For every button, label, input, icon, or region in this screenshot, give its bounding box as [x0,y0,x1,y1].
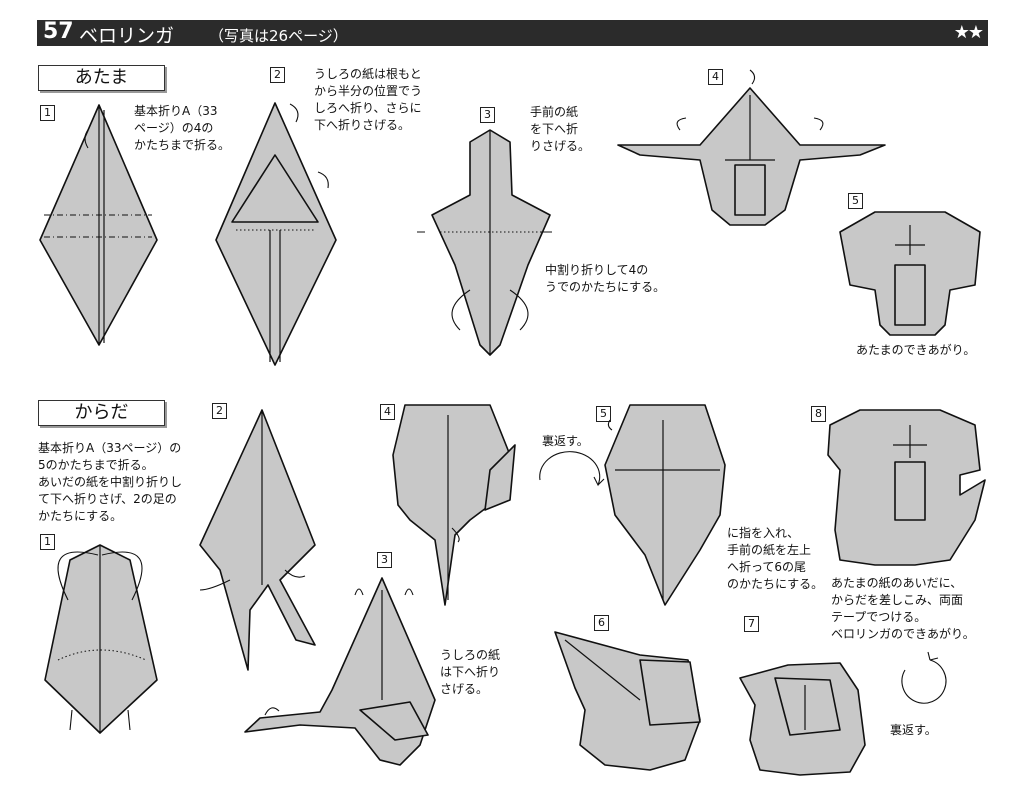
head-step-2-text: うしろの紙は根もとから半分の位置でうしろへ折り、さらに下へ折りさげる。 [314,67,423,132]
flip-arrow-2 [901,651,947,704]
section-body-label: からだ [38,400,165,426]
body-step-5-diagram [604,404,726,606]
flip-arrow-1 [539,451,605,487]
body-step-3-diagram [244,577,436,766]
body-step-3-text: うしろの紙は下へ折りさげる。 [440,648,501,696]
body-step-2-number: 2 [212,403,227,419]
head-step-1-diagram [39,104,158,346]
head-step-3-note: 中割り折りして4のうでのかたちにする。 [545,263,666,294]
head-step-4-diagram [617,69,886,226]
head-step-4-number: 4 [708,69,723,85]
body-step-8-number: 8 [811,406,826,422]
body-step-7-text: 裏返す。 [890,723,937,737]
section-head-label: あたま [38,65,165,91]
difficulty-stars: ★★ [953,22,984,43]
head-step-5-diagram [839,211,981,336]
head-step-3-diagram [417,129,552,356]
body-step-5-number: 5 [596,406,611,422]
body-step-8-text: あたまの紙のあいだに、からだを差しこみ、両面テープでつける。ベロリンガのできあが… [831,576,975,641]
head-step-5-text: あたまのできあがり。 [856,343,976,357]
body-step-3-number: 3 [377,552,392,568]
head-step-1-number: 1 [40,105,55,121]
head-step-3-number: 3 [480,107,495,123]
body-step-4-diagram [392,404,516,606]
head-step-2-diagram [215,102,337,366]
head-step-3-text: 手前の紙を下へ折りさげる。 [530,105,591,153]
body-step-7-number: 7 [744,616,759,632]
body-step-4-text: 裏返す。 [542,434,589,448]
head-step-2-number: 2 [270,67,285,83]
body-step-6-number: 6 [594,615,609,631]
page-header: 57 ベロリンガ （写真は26ページ） ★★ [37,19,988,47]
page-subtitle: （写真は26ページ） [209,27,348,45]
body-step-2-diagram [199,409,316,671]
body-step-4-number: 4 [380,404,395,420]
body-step-1-number: 1 [40,534,55,550]
page-title: ベロリンガ [79,25,175,47]
body-step-8-diagram [827,409,986,566]
body-step-1-diagram [44,544,158,734]
body-step-5-text: に指を入れ、手前の紙を左上へ折って6の尾のかたちにする。 [727,526,824,591]
page-number: 57 [43,19,74,44]
head-step-5-number: 5 [848,193,863,209]
body-step-7-diagram [739,662,866,776]
body-step-6-diagram [554,631,701,771]
